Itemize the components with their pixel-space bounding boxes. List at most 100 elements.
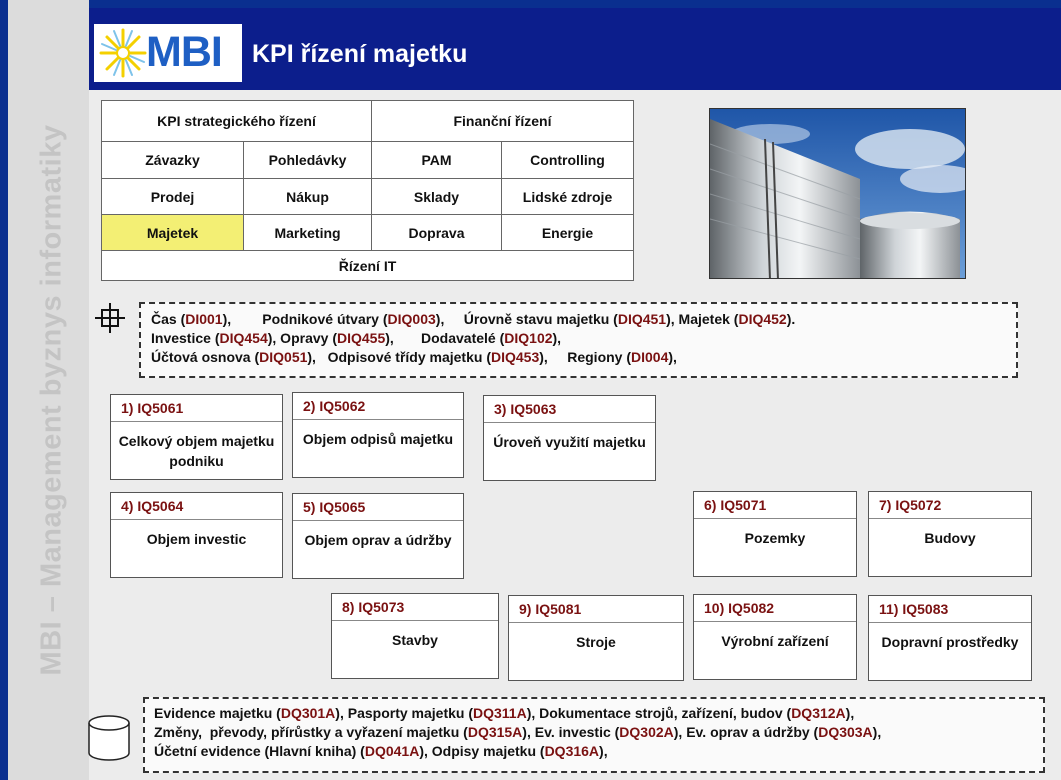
kpi-card[interactable]: 9) IQ5081 Stroje bbox=[508, 595, 684, 681]
text-segment: ), Podnikové útvary ( bbox=[222, 311, 388, 327]
kpi-card[interactable]: 5) IQ5065 Objem oprav a údržby bbox=[292, 493, 464, 579]
sidebar-text: MBI – Management byznys informatiky bbox=[35, 124, 68, 676]
kpi-card[interactable]: 4) IQ5064 Objem investic bbox=[110, 492, 283, 578]
text-segment: Účtová osnova ( bbox=[151, 349, 260, 365]
menu-pam[interactable]: PAM bbox=[371, 141, 502, 179]
code-reference: DQ303A bbox=[818, 724, 873, 740]
sources-line-2: Změny, převody, přírůstky a vyřazení maj… bbox=[154, 723, 1039, 742]
text-segment: ), bbox=[872, 724, 882, 740]
kpi-name: Budovy bbox=[924, 530, 976, 546]
kpi-name: Stavby bbox=[392, 632, 438, 648]
dimensions-line-3: Účtová osnova (DIQ051), Odpisové třídy m… bbox=[151, 348, 1010, 367]
kpi-id: 6) IQ5071 bbox=[694, 492, 856, 519]
menu-prodej[interactable]: Prodej bbox=[101, 178, 244, 215]
text-segment: ), Regiony ( bbox=[539, 349, 632, 365]
database-icon bbox=[86, 713, 132, 763]
text-segment: ), Opravy ( bbox=[267, 330, 337, 346]
header-bar bbox=[89, 8, 1061, 90]
kpi-name: Úroveň využití majetku bbox=[493, 434, 646, 450]
code-reference: DQ301A bbox=[280, 705, 336, 721]
logo-text: MBI bbox=[146, 28, 223, 76]
kpi-card[interactable]: 7) IQ5072 Budovy bbox=[868, 491, 1032, 577]
text-segment: Evidence majetku ( bbox=[154, 705, 281, 721]
menu-majetek[interactable]: Majetek bbox=[101, 214, 244, 251]
kpi-id: 4) IQ5064 bbox=[111, 493, 282, 520]
text-segment: ), Ev. oprav a údržby ( bbox=[673, 724, 819, 740]
text-segment: ), bbox=[668, 349, 677, 365]
dimensions-line-2: Investice (DIQ454), Opravy (DIQ455), Dod… bbox=[151, 329, 1010, 348]
page-title: KPI řízení majetku bbox=[252, 40, 468, 68]
kpi-id: 8) IQ5073 bbox=[332, 594, 498, 621]
kpi-id: 5) IQ5065 bbox=[293, 494, 463, 521]
menu-rizeni-it[interactable]: Řízení IT bbox=[101, 250, 634, 281]
kpi-card[interactable]: 3) IQ5063 Úroveň využití majetku bbox=[483, 395, 656, 481]
sidebar: MBI – Management byznys informatiky bbox=[0, 0, 89, 780]
menu-sklady[interactable]: Sklady bbox=[371, 178, 502, 215]
code-reference: DIQ003 bbox=[387, 311, 436, 327]
menu-marketing[interactable]: Marketing bbox=[243, 214, 372, 251]
kpi-name: Objem odpisů majetku bbox=[302, 431, 454, 447]
kpi-name: Dopravní prostředky bbox=[881, 634, 1019, 650]
kpi-card[interactable]: 10) IQ5082 Výrobní zařízení bbox=[693, 594, 857, 680]
text-segment: ), Pasporty majetku ( bbox=[335, 705, 473, 721]
text-segment: ). bbox=[786, 311, 796, 327]
text-segment: ), Úrovně stavu majetku ( bbox=[435, 311, 618, 327]
kpi-name: Celkový objem majetku podniku bbox=[118, 433, 275, 469]
text-segment: ), bbox=[552, 330, 562, 346]
mbi-logo: MBI bbox=[94, 24, 242, 82]
code-reference: DQ312A bbox=[791, 705, 846, 721]
text-segment: Čas ( bbox=[151, 311, 186, 327]
sources-line-3: Účetní evidence (Hlavní kniha) (DQ041A),… bbox=[154, 742, 1039, 761]
dimensions-box: Čas (DI001), Podnikové útvary (DIQ003), … bbox=[139, 302, 1018, 378]
code-reference: DIQ453 bbox=[490, 349, 540, 365]
kpi-name: Objem oprav a údržby bbox=[304, 532, 452, 548]
text-segment: ), Odpisové třídy majetku ( bbox=[307, 349, 491, 365]
code-reference: DQ311A bbox=[473, 705, 527, 721]
kpi-card[interactable]: 1) IQ5061 Celkový objem majetku podniku bbox=[110, 394, 283, 480]
menu-pohledavky[interactable]: Pohledávky bbox=[243, 141, 372, 179]
sources-line-1: Evidence majetku (DQ301A), Pasporty maje… bbox=[154, 704, 1039, 723]
code-reference: DIQ452 bbox=[738, 311, 787, 327]
code-reference: DIQ451 bbox=[617, 311, 667, 327]
menu-financial[interactable]: Finanční řízení bbox=[371, 100, 634, 142]
text-segment: Změny, převody, přírůstky a vyřazení maj… bbox=[154, 724, 468, 740]
kpi-name: Stroje bbox=[576, 634, 616, 650]
text-segment: ), Odpisy majetku ( bbox=[419, 743, 545, 759]
kpi-card[interactable]: 2) IQ5062 Objem odpisů majetku bbox=[292, 392, 464, 478]
menu-energie[interactable]: Energie bbox=[501, 214, 634, 251]
menu-zavazky[interactable]: Závazky bbox=[101, 141, 244, 179]
text-segment: ), Dokumentace strojů, zařízení, budov ( bbox=[526, 705, 792, 721]
dimensions-line-1: Čas (DI001), Podnikové útvary (DIQ003), … bbox=[151, 310, 1010, 329]
menu-strategic[interactable]: KPI strategického řízení bbox=[101, 100, 372, 142]
kpi-id: 11) IQ5083 bbox=[869, 596, 1031, 623]
code-reference: DQ302A bbox=[619, 724, 674, 740]
code-reference: DQ315A bbox=[467, 724, 523, 740]
code-reference: DI001 bbox=[185, 311, 223, 327]
menu-lidske-zdroje[interactable]: Lidské zdroje bbox=[501, 178, 634, 215]
code-reference: DIQ102 bbox=[504, 330, 553, 346]
text-segment: ), Dodavatelé ( bbox=[385, 330, 505, 346]
kpi-id: 1) IQ5061 bbox=[111, 395, 282, 422]
text-segment: Investice ( bbox=[151, 330, 220, 346]
code-reference: DQ316A bbox=[544, 743, 600, 759]
menu-controlling[interactable]: Controlling bbox=[501, 141, 634, 179]
code-reference: DIQ455 bbox=[336, 330, 386, 346]
text-segment: ), Ev. investic ( bbox=[522, 724, 620, 740]
kpi-card[interactable]: 6) IQ5071 Pozemky bbox=[693, 491, 857, 577]
menu-doprava[interactable]: Doprava bbox=[371, 214, 502, 251]
kpi-name: Výrobní zařízení bbox=[721, 633, 829, 649]
kpi-name: Objem investic bbox=[146, 531, 247, 547]
text-segment: ), Majetek ( bbox=[666, 311, 739, 327]
top-border bbox=[0, 0, 1061, 8]
code-reference: DIQ051 bbox=[259, 349, 308, 365]
kpi-card[interactable]: 8) IQ5073 Stavby bbox=[331, 593, 499, 679]
menu-nakup[interactable]: Nákup bbox=[243, 178, 372, 215]
data-sources-box: Evidence majetku (DQ301A), Pasporty maje… bbox=[143, 697, 1045, 773]
kpi-card[interactable]: 11) IQ5083 Dopravní prostředky bbox=[868, 595, 1032, 681]
kpi-id: 3) IQ5063 bbox=[484, 396, 655, 423]
text-segment: ), bbox=[599, 743, 608, 759]
kpi-id: 2) IQ5062 bbox=[293, 393, 463, 420]
kpi-id: 10) IQ5082 bbox=[694, 595, 856, 622]
kpi-id: 7) IQ5072 bbox=[869, 492, 1031, 519]
kpi-name: Pozemky bbox=[744, 530, 806, 546]
